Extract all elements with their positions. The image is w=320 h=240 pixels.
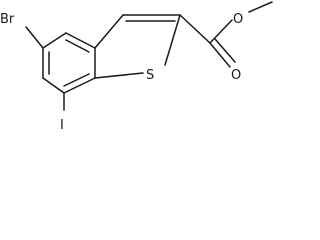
- bond-carbonyl-oester: [209, 19, 233, 44]
- bond-c6-c7: [42, 77, 65, 94]
- bond-c7-c7a-inner: [63, 73, 90, 87]
- atom-labels: Br I S O O: [0, 12, 243, 133]
- bromine-label: Br: [0, 12, 15, 27]
- substituents: [25, 26, 65, 111]
- bond-c5-br: [25, 26, 44, 49]
- bond-c2-carbonyl: [179, 14, 211, 44]
- benzene-ring: [42, 32, 96, 94]
- carbonyl-oxygen-label: O: [231, 68, 241, 83]
- thiophene-ring: [94, 14, 181, 79]
- bond-oester-methyl: [248, 1, 273, 13]
- bond-carbonyl-o: [209, 42, 231, 68]
- molecule-structure: Br I S O O: [0, 1, 273, 133]
- bond-c3a-c4-inner: [65, 39, 90, 53]
- ester-oxygen-label: O: [233, 12, 243, 27]
- bond-c4-c5: [42, 32, 67, 49]
- bond-c2-s1: [164, 14, 181, 66]
- bond-c3a-c3: [94, 14, 124, 49]
- bond-c7-c7a: [63, 77, 96, 94]
- bond-c3a-c4: [65, 32, 96, 49]
- ester-group: [179, 1, 273, 68]
- sulfur-label: S: [146, 68, 154, 83]
- bond-s1-c7a: [94, 72, 144, 79]
- bond-carbonyl-o-inner: [214, 38, 236, 63]
- iodine-label: I: [60, 118, 64, 133]
